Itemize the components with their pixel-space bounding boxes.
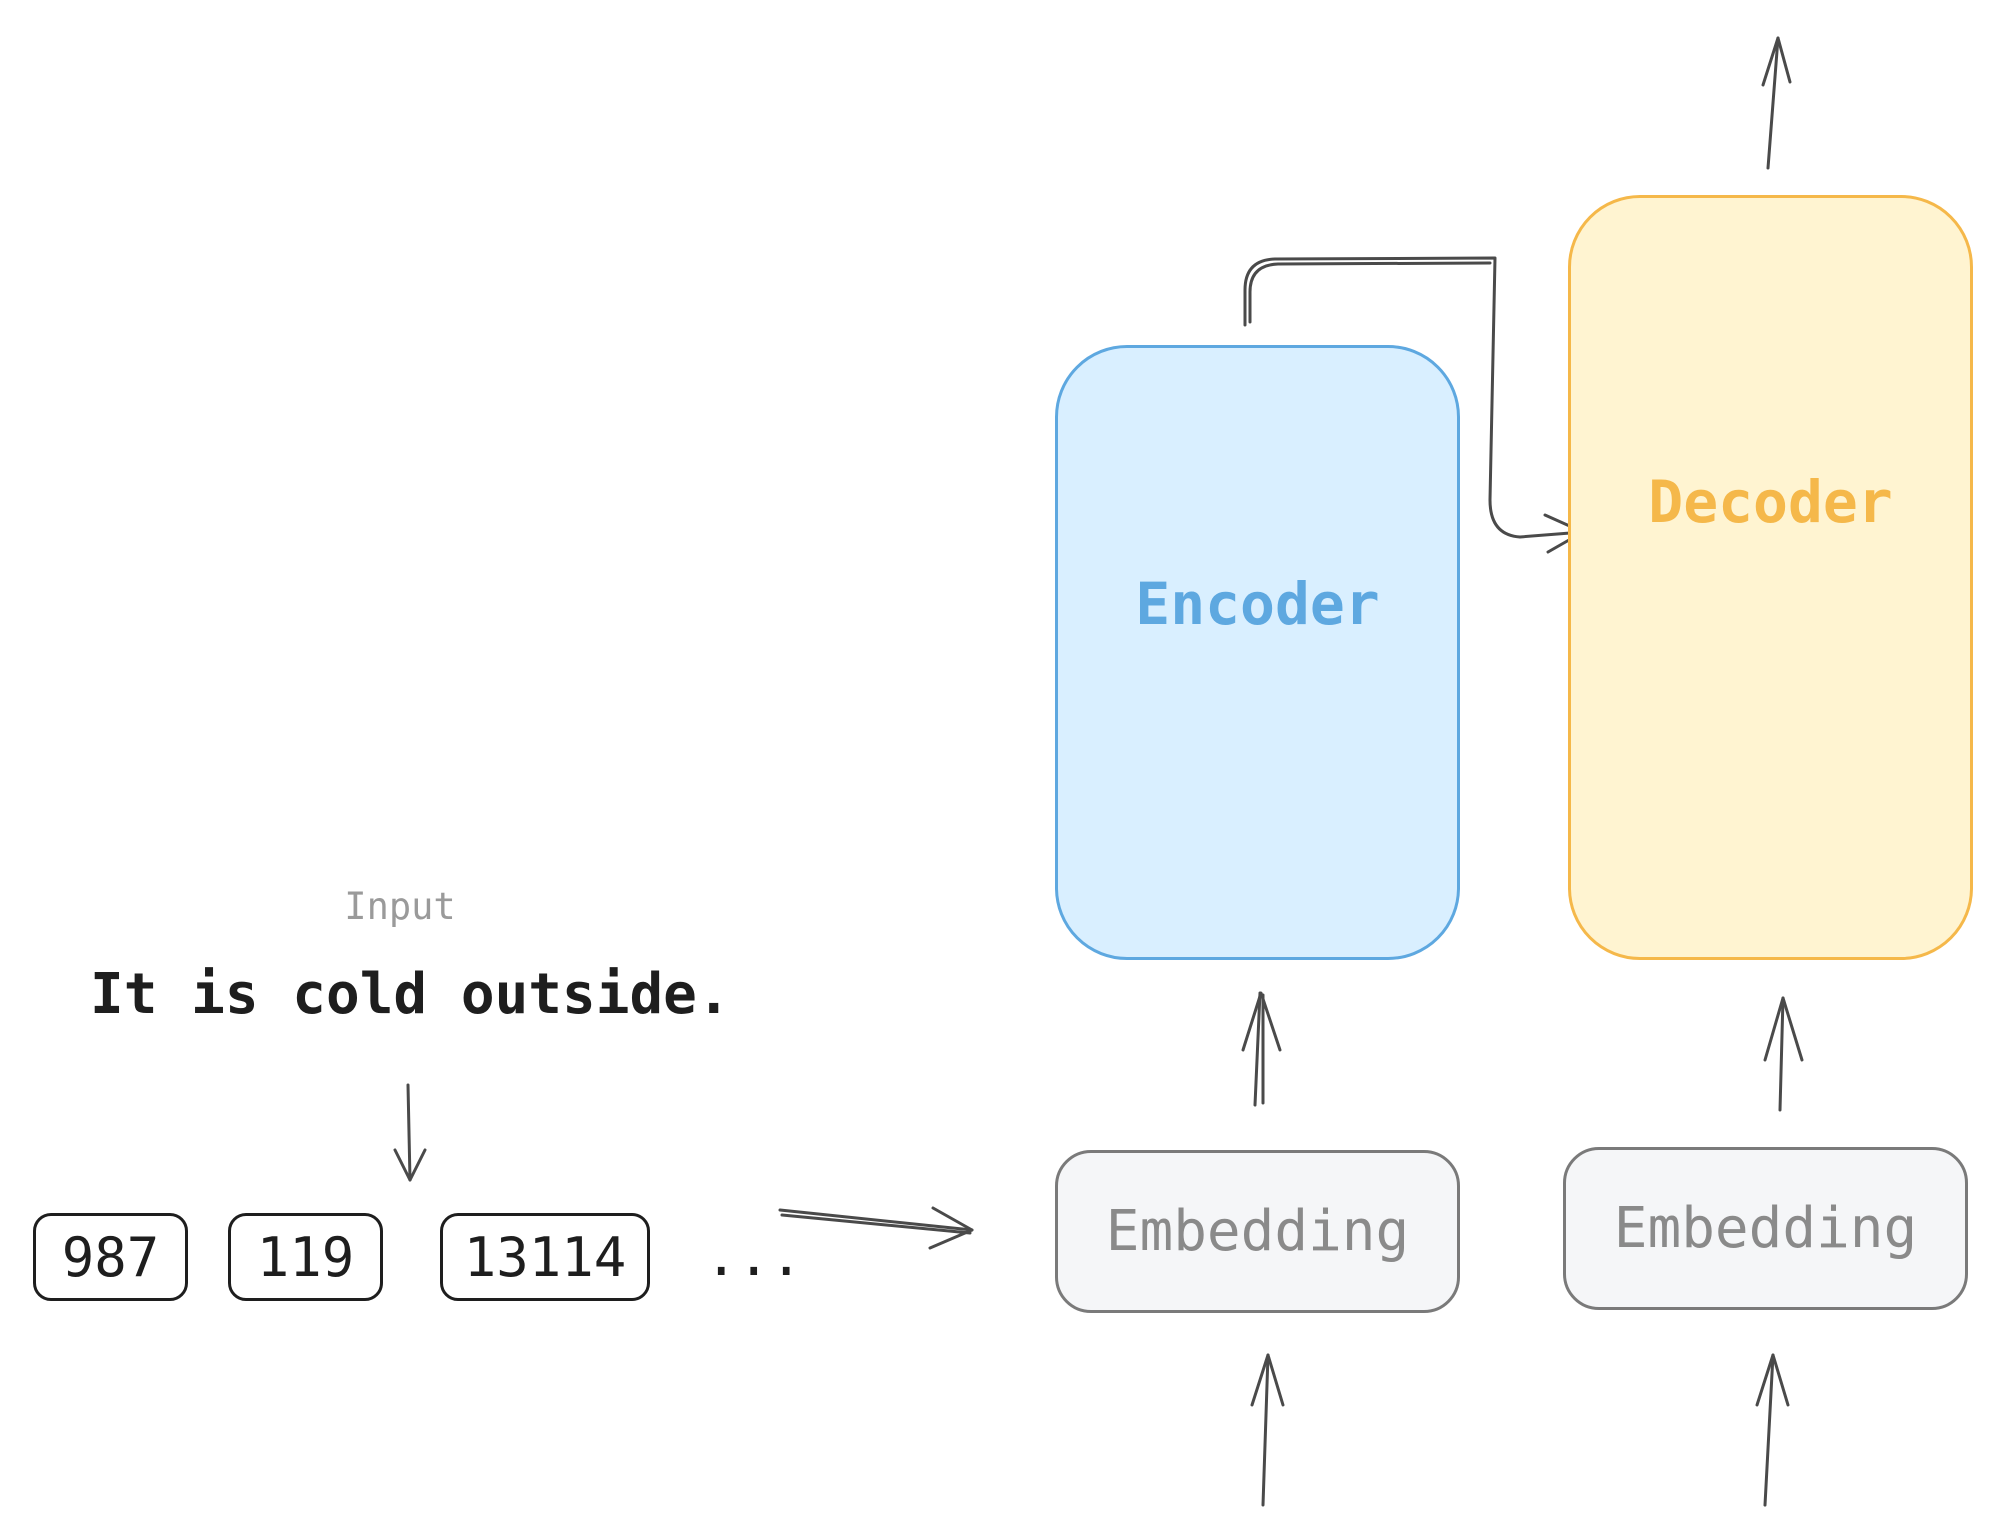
token-box: 987 [33, 1213, 188, 1301]
encoder-label: Encoder [1135, 570, 1380, 638]
sentence-to-tokens-arrow [393, 1083, 427, 1182]
decoder-embedding-block: Embedding [1563, 1147, 1968, 1310]
token-box: 13114 [440, 1213, 650, 1301]
encoder-embedding-input-arrow [1250, 1353, 1285, 1507]
tokens-to-embedding-arrow [778, 1206, 974, 1250]
encoder-embedding-label: Embedding [1105, 1199, 1410, 1264]
embedding-to-encoder-arrow [1241, 991, 1282, 1107]
decoder-block: Decoder [1568, 195, 1973, 960]
decoder-output-arrow [1761, 36, 1792, 170]
encoder-block: Encoder [1055, 345, 1460, 960]
decoder-label: Decoder [1648, 468, 1893, 536]
input-sentence: It is cold outside. [90, 962, 731, 1027]
encoder-embedding-block: Embedding [1055, 1150, 1460, 1313]
decoder-embedding-input-arrow [1755, 1353, 1790, 1507]
token-ellipsis: ... [705, 1225, 803, 1288]
input-label: Input [344, 885, 456, 928]
embedding-to-decoder-arrow [1763, 996, 1804, 1112]
token-box: 119 [228, 1213, 383, 1301]
decoder-embedding-label: Embedding [1613, 1196, 1918, 1261]
